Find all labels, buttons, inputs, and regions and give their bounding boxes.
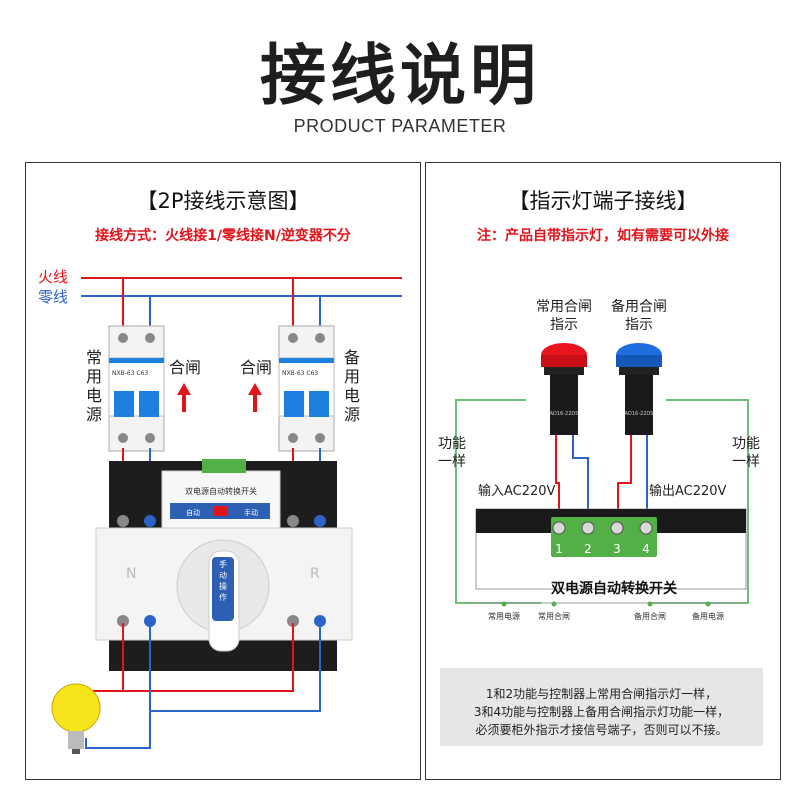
same-function-left: 功能一样 (438, 436, 466, 470)
input-label: 输入AC220V (478, 483, 556, 499)
strip-dot (705, 601, 711, 607)
strip-label: 常用电源 (488, 611, 520, 621)
strip-dot (647, 601, 653, 607)
terminal-number: 3 (613, 542, 621, 556)
page-subtitle: PRODUCT PARAMETER (293, 116, 507, 136)
strip-dot (501, 601, 507, 607)
backup-lamp-label: 备用合闸指示 (611, 298, 667, 333)
terminal-screw-icon (581, 521, 595, 535)
page-title: 接线说明 (260, 37, 540, 114)
terminal-screw-icon (639, 521, 653, 535)
side-letter-r: R (310, 566, 320, 582)
strip-label: 常用合闸 (538, 611, 570, 621)
svg-text:AD16-22DS: AD16-22DS (625, 411, 654, 417)
close-label-main: 合闸 (169, 358, 201, 377)
side-letter-n: N (126, 566, 136, 582)
red-indicator-lamp: AD16-22DS (541, 343, 587, 435)
neutral-label: 零线 (38, 288, 68, 306)
terminal-number: 1 (555, 542, 563, 556)
note-line: 必须要柜外指示才接信号端子，否则可以不接。 (475, 723, 728, 737)
main-lamp-label: 常用合闸指示 (536, 299, 592, 333)
switch-name: 双电源自动转换开关 (551, 580, 677, 597)
lamp-model: AD16-22DS (550, 411, 579, 417)
up-arrow-icon (248, 383, 262, 395)
explanation-note-box: 1和2功能与控制器上常用合闸指示灯一样， 3和4功能与控制器上备用合闸指示灯功能… (440, 668, 763, 746)
indicator-diagram: 常用合闸指示 备用合闸指示 AD16-22DS AD16-22DS 功能一样 功… (438, 298, 760, 621)
light-bulb-icon (51, 683, 101, 754)
note-line: 1和2功能与控制器上常用合闸指示灯一样， (485, 687, 718, 701)
svg-text:自动: 自动 (186, 508, 200, 517)
terminal-number: 2 (584, 542, 592, 556)
backup-source-label: 备用电源 (344, 348, 360, 424)
indicator-wiring-panel: 【指示灯端子接线】 注：产品自带指示灯，如有需要可以外接 常用合闸指示 备用合闸… (425, 162, 781, 780)
switch-header-text: 双电源自动转换开关 (185, 486, 257, 496)
same-function-right: 功能一样 (732, 436, 760, 470)
svg-text:NXB-63 C63: NXB-63 C63 (282, 370, 318, 377)
manual-handle[interactable]: 手动操作 (219, 559, 227, 602)
wiring-diagram: 火线 零线 NXB-63 C63 NXB-63 C63 (38, 268, 402, 754)
backup-breaker: NXB-63 C63 (278, 325, 335, 452)
panel-title: 【指示灯端子接线】 (508, 189, 698, 213)
terminal-number: 4 (642, 542, 650, 556)
live-label: 火线 (38, 268, 68, 286)
svg-text:手动: 手动 (244, 508, 258, 517)
breaker-model: NXB-63 C63 (112, 370, 148, 377)
panel-title: 【2P接线示意图】 (136, 189, 310, 213)
wiring-diagram-panel: 【2P接线示意图】 接线方式：火线接1/零线接N/逆变器不分 火线 零线 NXB… (25, 162, 421, 780)
output-label: 输出AC220V (649, 483, 727, 499)
svg-text:备用电源: 备用电源 (344, 348, 360, 424)
signal-terminal-block: 1 2 3 4 (551, 517, 657, 557)
blue-indicator-lamp: AD16-22DS (616, 343, 662, 435)
up-arrow-icon (177, 383, 191, 395)
transfer-switch: 双电源自动转换开关 自动 手动 N R 手动操作 (95, 459, 353, 671)
strip-dot (551, 601, 557, 607)
wiring-note: 接线方式：火线接1/零线接N/逆变器不分 (95, 228, 351, 244)
main-source-label: 常用电源 (86, 348, 102, 424)
indicator-note: 注：产品自带指示灯，如有需要可以外接 (477, 228, 729, 244)
svg-text:常用电源: 常用电源 (86, 348, 102, 424)
note-line: 3和4功能与控制器上备用合闸指示灯功能一样， (473, 705, 730, 719)
main-breaker: NXB-63 C63 (108, 325, 165, 452)
terminal-screw-icon (552, 521, 566, 535)
terminal-screw-icon (610, 521, 624, 535)
close-label-backup: 合闸 (240, 358, 272, 377)
strip-label: 备用合闸 (634, 611, 666, 621)
strip-label: 备用电源 (692, 611, 724, 621)
